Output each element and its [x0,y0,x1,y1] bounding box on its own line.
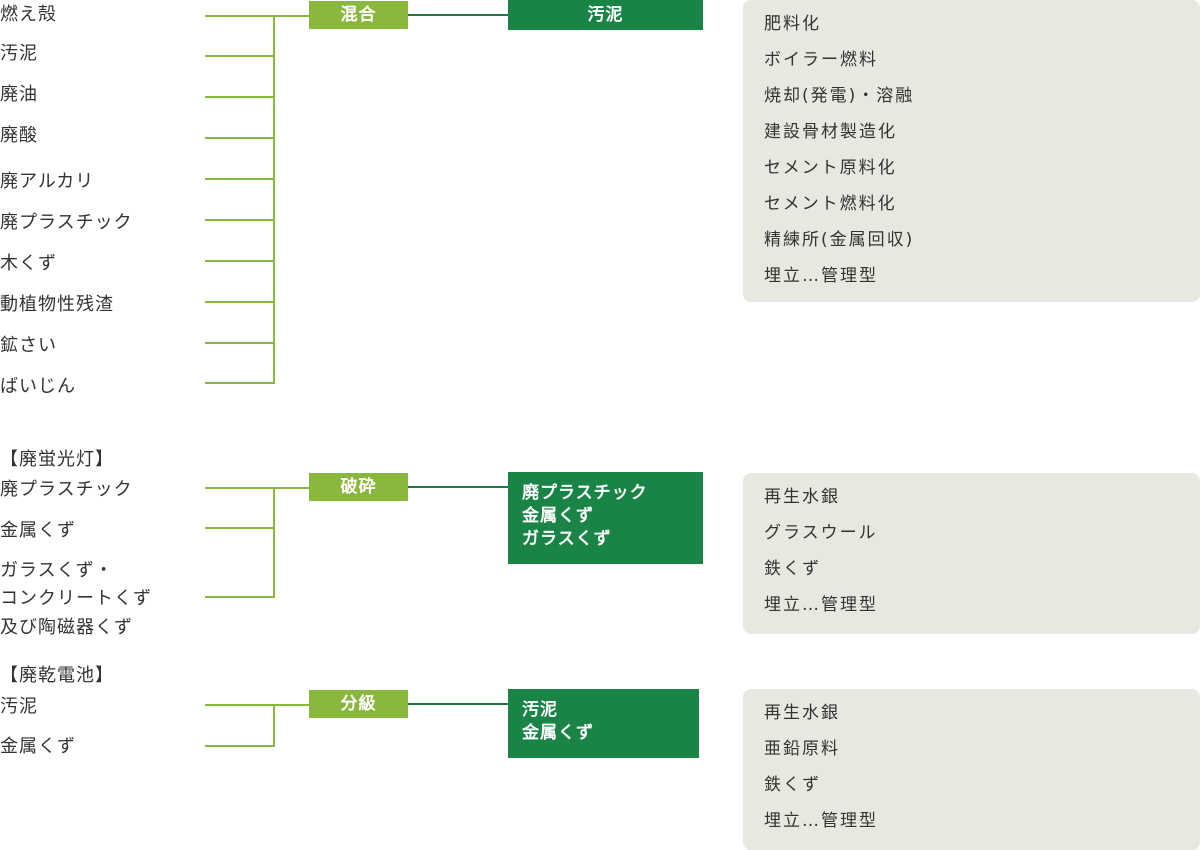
input-label: コンクリートくず [0,588,152,609]
result-text: 汚泥 [587,5,624,25]
reuse-item: 鉄くず [764,559,821,579]
input-label: 燃え殻 [0,4,57,25]
connector-line [205,382,275,384]
connector-bracket [273,15,275,384]
result-box: 廃プラスチック 金属くず ガラスくず [508,472,703,564]
input-label: 鉱さい [0,335,57,356]
result-box: 汚泥 [508,0,703,30]
input-label: 廃プラスチック [0,479,133,500]
process-box-crushing: 破砕 [309,473,408,501]
connector-line [205,527,275,529]
result-text: 廃プラスチック [522,483,648,503]
reuse-item: 再生水銀 [764,487,840,507]
reuse-item: 亜鉛原料 [764,739,840,759]
connector-line [205,15,275,17]
reuse-item: グラスウール [764,523,878,543]
process-box-mixing: 混合 [309,1,408,29]
reuse-item: セメント原料化 [764,158,897,178]
result-text: 金属くず [522,506,594,526]
input-label: ばいじん [0,376,76,397]
result-box: 汚泥 金属くず [508,689,699,758]
reuse-item: 再生水銀 [764,703,840,723]
reuse-item: 精練所(金属回収) [764,230,915,250]
connector-bracket [273,704,275,747]
link-line [408,14,508,16]
connector-line [275,487,309,489]
connector-line [205,55,275,57]
result-text: ガラスくず [522,529,612,549]
reuse-item: 肥料化 [764,14,821,34]
reuse-item: 埋立…管理型 [764,266,878,286]
connector-line [275,704,309,706]
connector-line [205,96,275,98]
connector-bracket [273,487,275,598]
input-label: 及び陶磁器くず [0,617,133,638]
input-label: 動植物性残渣 [0,294,114,315]
connector-line [275,15,309,17]
connector-line [205,487,275,489]
group-header: 【廃乾電池】 [0,665,114,686]
connector-line [205,301,275,303]
reuse-panel: 肥料化 ボイラー燃料 焼却(発電)・溶融 建設骨材製造化 セメント原料化 セメン… [743,0,1200,302]
connector-line [205,745,275,747]
reuse-panel: 再生水銀 亜鉛原料 鉄くず 埋立…管理型 [743,689,1200,850]
reuse-item: 埋立…管理型 [764,595,878,615]
reuse-panel: 再生水銀 グラスウール 鉄くず 埋立…管理型 [743,473,1200,634]
reuse-item: ボイラー燃料 [764,50,878,70]
connector-line [205,137,275,139]
result-text: 金属くず [522,723,594,743]
connector-line [205,704,275,706]
input-label: 金属くず [0,520,76,541]
process-box-classifying: 分級 [309,690,408,718]
input-label: 金属くず [0,736,76,757]
connector-line [205,178,275,180]
connector-line [205,342,275,344]
input-label: 廃アルカリ [0,171,95,192]
input-label: 汚泥 [0,43,38,64]
link-line [408,486,508,488]
reuse-item: 焼却(発電)・溶融 [764,86,915,106]
reuse-item: 埋立…管理型 [764,811,878,831]
connector-line [205,260,275,262]
connector-line [205,596,275,598]
input-label: 廃油 [0,84,38,105]
group-header: 【廃蛍光灯】 [0,449,114,470]
input-label: 廃プラスチック [0,212,133,233]
input-label: 汚泥 [0,696,38,717]
input-label: 木くず [0,253,57,274]
connector-line [205,219,275,221]
reuse-item: セメント燃料化 [764,194,897,214]
input-label: 廃酸 [0,125,38,146]
result-text: 汚泥 [522,700,558,720]
input-label: ガラスくず・ [0,560,114,581]
reuse-item: 鉄くず [764,775,821,795]
reuse-item: 建設骨材製造化 [764,122,897,142]
link-line [408,703,508,705]
